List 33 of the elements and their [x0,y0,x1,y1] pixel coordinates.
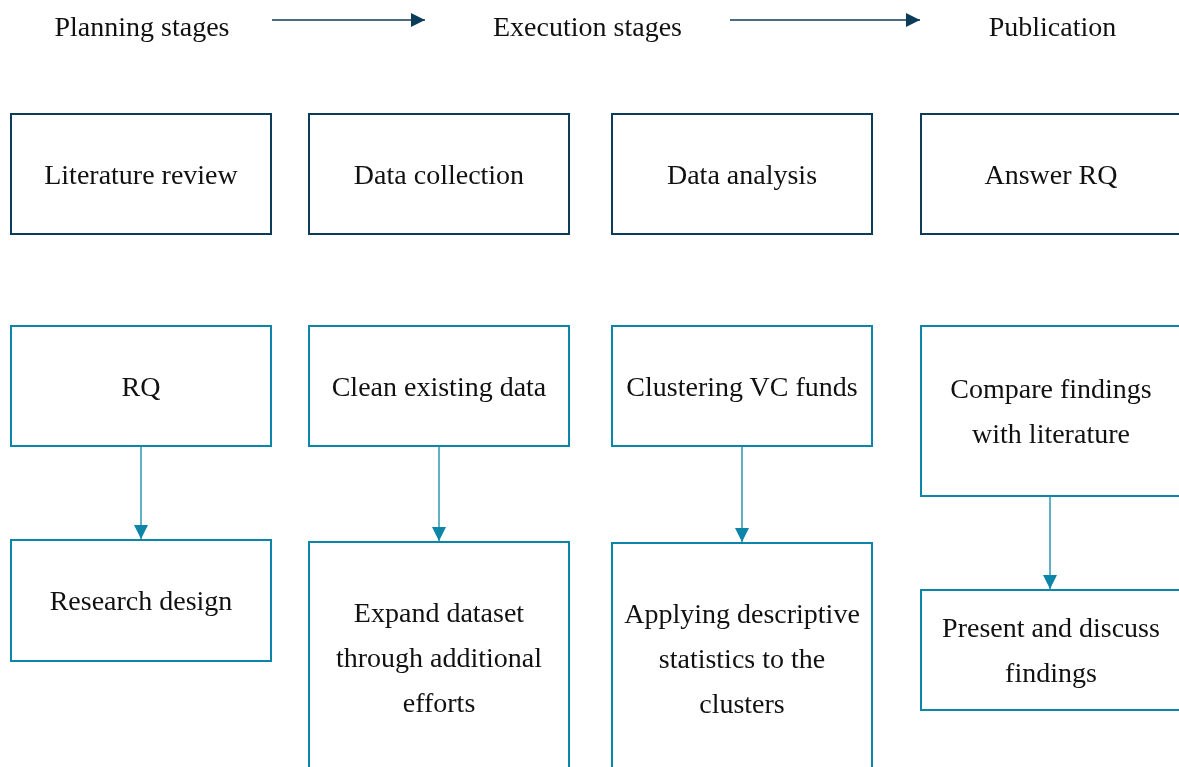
box-label: RQ [121,369,161,404]
process-box [611,325,873,447]
process-box [10,113,272,235]
process-box [308,325,570,447]
stage-label: Publication [988,9,1117,44]
box-label: Clean existing data [331,369,547,404]
process-box [611,113,873,235]
process-box [10,325,272,447]
box-label: Clustering VC funds [626,369,858,404]
arrow [729,13,921,27]
process-box [10,539,272,662]
box-label: Answer RQ [984,157,1118,192]
stage-label: Execution stages [493,9,682,44]
box-label: Research design [49,584,233,618]
process-box [920,113,1179,235]
process-box [308,541,570,767]
process-box [611,542,873,767]
arrow [735,446,749,543]
arrow [432,446,446,542]
process-box [920,325,1179,497]
box-label: Data analysis [666,157,818,192]
arrow [271,13,426,27]
box-label: Compare findings with literature [949,372,1153,451]
process-box [920,589,1179,711]
arrow [134,446,148,540]
box-label: Applying descriptive statistics to the clusters [623,596,861,721]
box-label: Expand dataset through additional efforts [334,595,544,720]
box-label: Data collection [353,157,525,192]
process-box [308,113,570,235]
box-label: Literature review [44,157,238,192]
stage-label: Planning stages [54,9,230,44]
box-label: Present and discuss findings [941,611,1161,690]
arrow [1043,496,1057,590]
